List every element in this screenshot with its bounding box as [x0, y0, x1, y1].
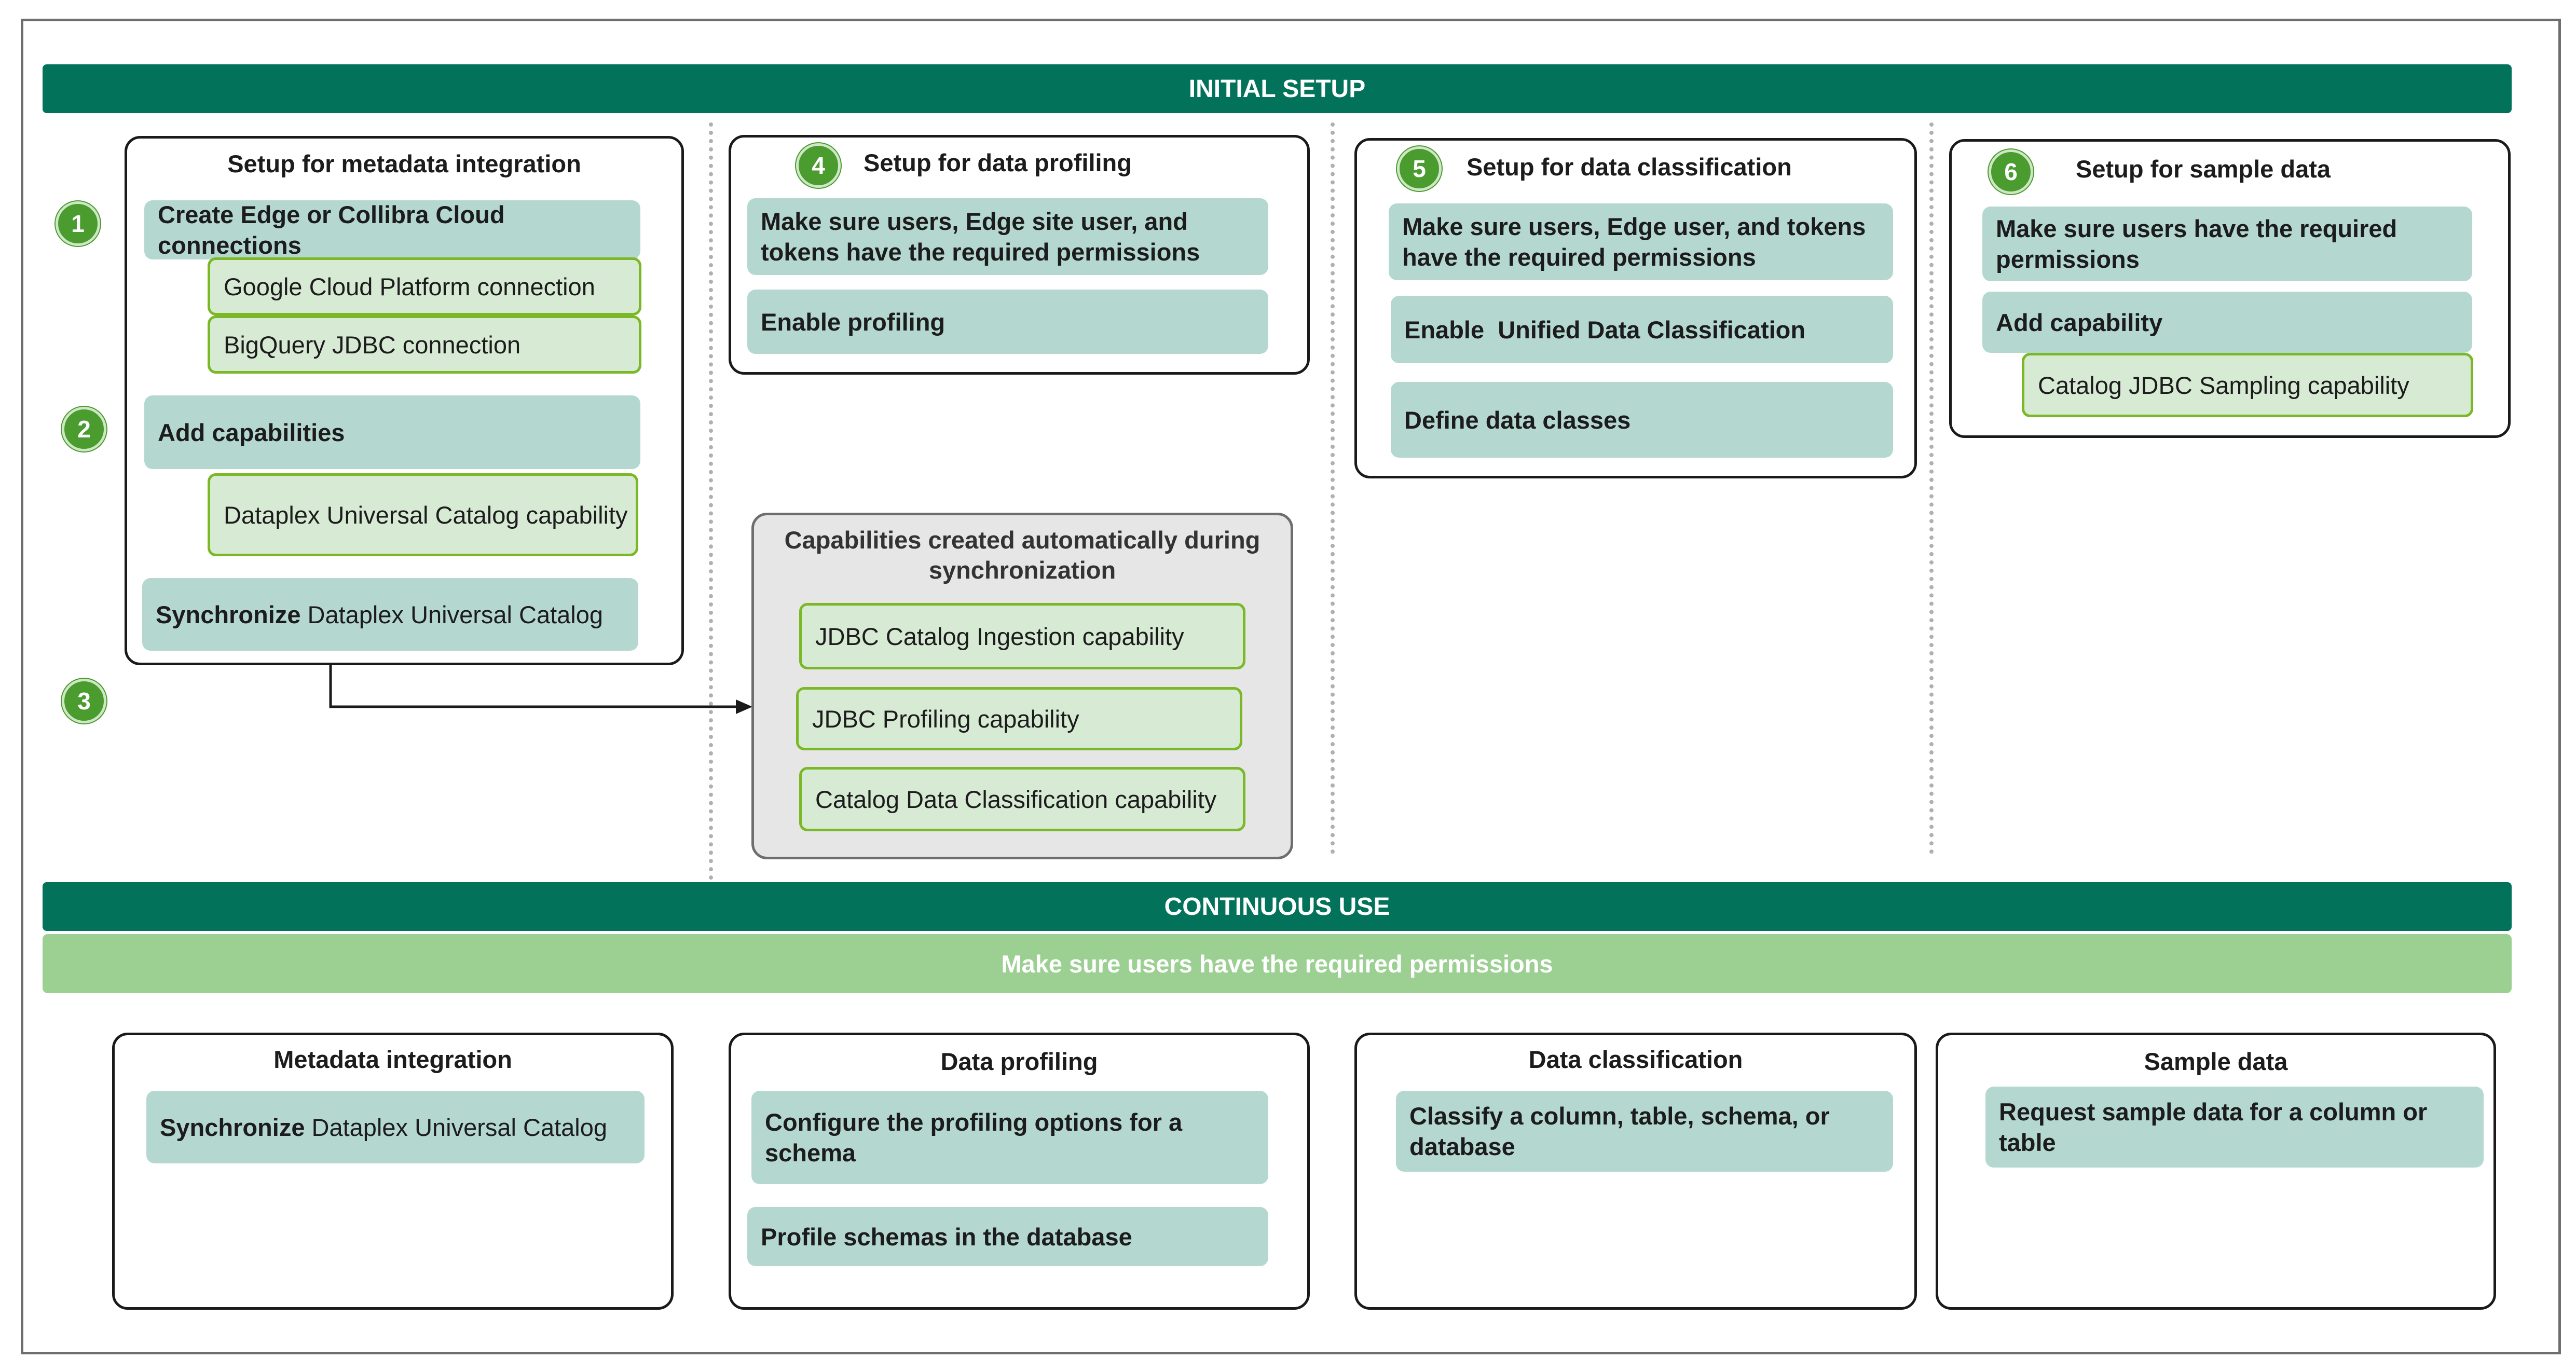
- auto-capability-item: JDBC Catalog Ingestion capability: [799, 603, 1245, 669]
- sample-use-item: Request sample data for a column or tabl…: [1985, 1087, 2484, 1168]
- classification-setup-title: Setup for data classification: [1467, 153, 1792, 181]
- step-badge-6: 6: [1989, 149, 2033, 194]
- step-badge-2: 2: [62, 407, 106, 451]
- add-capabilities-step: Add capabilities: [144, 395, 640, 469]
- synchronize-step: Synchronize Dataplex Universal Catalog: [142, 578, 638, 651]
- metadata-use-card: [112, 1033, 674, 1310]
- synchronize-target: Dataplex Universal Catalog: [300, 600, 604, 628]
- auto-capabilities-title: Capabilities created automatically durin…: [784, 526, 1260, 584]
- sample-use-card: [1936, 1033, 2496, 1310]
- profiling-use-item: Configure the profiling options for a sc…: [751, 1091, 1268, 1184]
- profiling-use-item: Profile schemas in the database: [747, 1207, 1268, 1266]
- diagram-frame: [21, 19, 2561, 1354]
- classification-use-title: Data classification: [1528, 1046, 1743, 1073]
- classification-setup-item: Make sure users, Edge user, and tokens h…: [1389, 203, 1893, 280]
- auto-capability-item: JDBC Profiling capability: [796, 687, 1242, 750]
- create-connections-step: Create Edge or Collibra Cloud connection…: [144, 200, 640, 259]
- sample-setup-title: Setup for sample data: [2076, 155, 2331, 183]
- synchronize-target: Dataplex Universal Catalog: [305, 1113, 608, 1141]
- sync-arrow: [329, 665, 752, 714]
- synchronize-verb: Synchronize: [156, 600, 301, 628]
- metadata-use-title: Metadata integration: [273, 1046, 512, 1073]
- metadata-setup-title: Setup for metadata integration: [227, 150, 581, 177]
- metadata-use-sync: Synchronize Dataplex Universal Catalog: [146, 1091, 645, 1163]
- profiling-setup-item: Enable profiling: [747, 290, 1268, 354]
- sample-use-title: Sample data: [2144, 1048, 2288, 1075]
- gcp-connection-box: Google Cloud Platform connection: [208, 257, 641, 315]
- continuous-use-band: CONTINUOUS USE: [43, 882, 2512, 931]
- step-badge-4: 4: [796, 143, 841, 188]
- sample-setup-item: Make sure users have the required permis…: [1982, 207, 2472, 281]
- column-separator: [1929, 122, 1934, 854]
- synchronize-verb: Synchronize: [160, 1113, 305, 1141]
- sample-setup-item: Add capability: [1982, 292, 2472, 353]
- dataplex-capability-box: Dataplex Universal Catalog capability: [208, 473, 638, 556]
- permissions-band: Make sure users have the required permis…: [43, 934, 2512, 993]
- classification-setup-item: Define data classes: [1391, 382, 1893, 458]
- auto-capability-item: Catalog Data Classification capability: [799, 767, 1245, 831]
- profiling-use-title: Data profiling: [940, 1048, 1098, 1075]
- step-badge-1: 1: [56, 201, 100, 246]
- profiling-setup-title: Setup for data profiling: [864, 149, 1132, 176]
- sampling-capability-box: Catalog JDBC Sampling capability: [2022, 353, 2473, 417]
- initial-setup-band: INITIAL SETUP: [43, 64, 2512, 113]
- column-separator: [1331, 122, 1335, 854]
- step-badge-5: 5: [1397, 146, 1442, 191]
- step-badge-3: 3: [62, 679, 106, 723]
- classification-setup-item: Enable Unified Data Classification: [1391, 296, 1893, 363]
- classification-use-item: Classify a column, table, schema, or dat…: [1396, 1091, 1893, 1172]
- profiling-setup-item: Make sure users, Edge site user, and tok…: [747, 198, 1268, 275]
- column-separator: [709, 122, 713, 880]
- bigquery-connection-box: BigQuery JDBC connection: [208, 315, 641, 374]
